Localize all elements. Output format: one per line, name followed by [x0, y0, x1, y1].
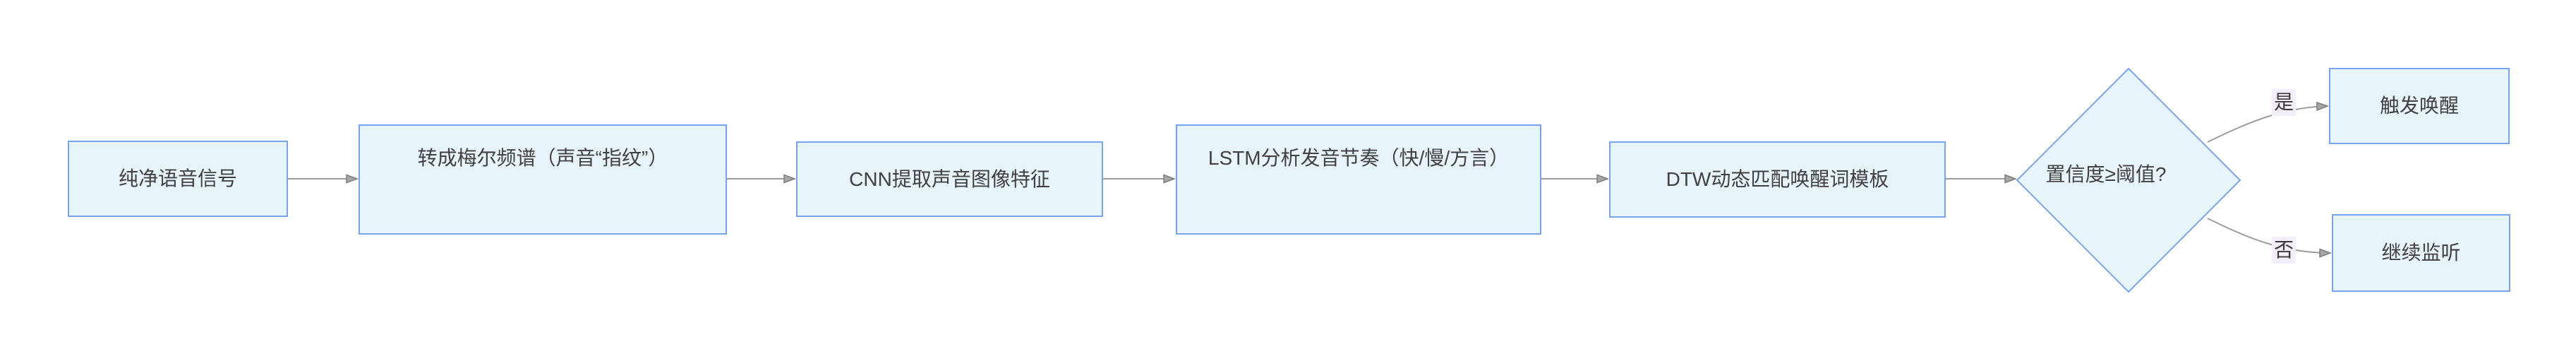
decision-diamond-shape: [2016, 67, 2241, 293]
node-mel-spectrogram-label: 转成梅尔频谱（声音“指纹”）: [417, 147, 668, 169]
node-continue-listen: 继续监听: [2332, 214, 2510, 292]
edge-label-no: 否: [2272, 237, 2296, 264]
node-cnn-features: CNN提取声音图像特征: [796, 141, 1103, 217]
node-clean-speech: 纯净语音信号: [68, 141, 288, 217]
edge-yes-to-wake: [2207, 106, 2328, 143]
node-dtw-match: DTW动态匹配唤醒词模板: [1609, 141, 1946, 218]
node-mel-spectrogram: 转成梅尔频谱（声音“指纹”）: [359, 124, 727, 235]
node-lstm-rhythm: LSTM分析发音节奏（快/慢/方言）: [1176, 124, 1541, 235]
node-trigger-wake-label: 触发唤醒: [2379, 95, 2459, 117]
edge-label-yes: 是: [2272, 89, 2296, 116]
edge-no-to-listen: [2207, 218, 2330, 253]
node-lstm-rhythm-label: LSTM分析发音节奏（快/慢/方言）: [1208, 147, 1510, 169]
node-dtw-match-label: DTW动态匹配唤醒词模板: [1666, 168, 1889, 190]
node-continue-listen-label: 继续监听: [2381, 242, 2461, 264]
decision-confidence-label: 置信度≥阈值?: [2045, 163, 2167, 185]
node-cnn-features-label: CNN提取声音图像特征: [849, 167, 1050, 190]
node-clean-speech-label: 纯净语音信号: [118, 167, 237, 189]
node-trigger-wake: 触发唤醒: [2329, 68, 2510, 144]
